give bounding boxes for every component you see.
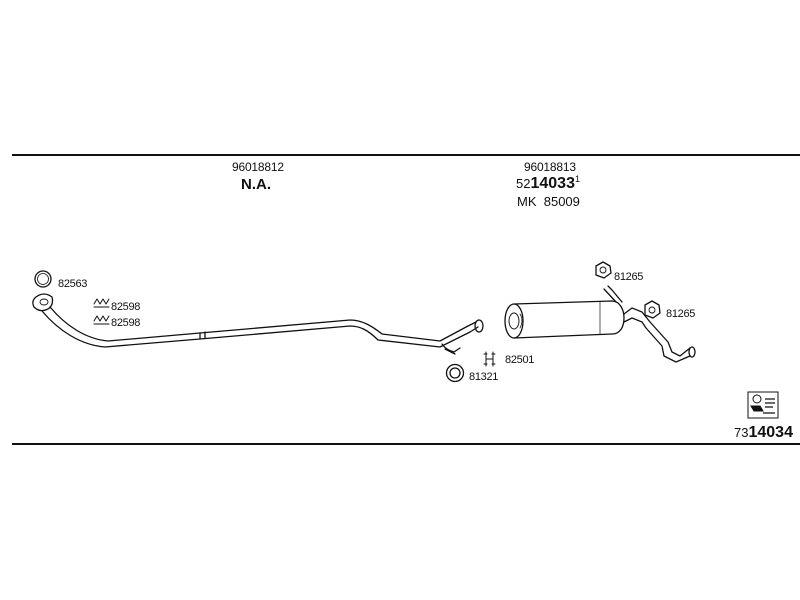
gasket-right-part — [644, 300, 661, 319]
gasket-top-part — [595, 261, 612, 279]
right-code-main: 14033 — [530, 175, 575, 192]
mk-label: MK — [517, 194, 537, 209]
footer-prefix: 73 — [734, 425, 749, 440]
front-flange-part — [32, 293, 54, 312]
mk-number: 85009 — [543, 194, 580, 209]
assembly-kit-icon — [747, 391, 779, 419]
callout-ring-left: 82563 — [58, 278, 88, 290]
clamp-1-part — [93, 298, 110, 308]
bottom-rule — [12, 443, 800, 445]
ring-center-part — [445, 363, 465, 383]
rear-silencer-part — [504, 300, 625, 339]
left-part-number: 96018812 — [232, 160, 284, 174]
callout-clamp-1: 82598 — [111, 301, 141, 313]
right-part-code: 52140331 — [516, 174, 580, 192]
right-code-prefix: 52 — [516, 176, 531, 191]
right-code-mark: 1 — [574, 174, 580, 184]
bracket-center-part — [483, 351, 496, 367]
footer-number: 14034 — [748, 424, 793, 441]
callout-gasket-right: 81265 — [666, 308, 696, 320]
tail-pipe-part — [623, 307, 691, 357]
footer-code: 7314034 — [734, 425, 793, 441]
left-status: N.A. — [241, 176, 271, 193]
callout-ring-center: 81321 — [469, 371, 499, 383]
right-part-number: 96018813 — [524, 160, 576, 174]
right-mk-line: MK 85009 — [517, 195, 580, 208]
clamp-2-part — [93, 315, 110, 325]
front-pipe-part — [41, 310, 479, 348]
callout-bracket-center: 82501 — [505, 354, 535, 366]
ring-left-part — [34, 270, 52, 288]
top-rule — [12, 154, 800, 156]
callout-gasket-top: 81265 — [614, 271, 644, 283]
callout-clamp-2: 82598 — [111, 317, 141, 329]
